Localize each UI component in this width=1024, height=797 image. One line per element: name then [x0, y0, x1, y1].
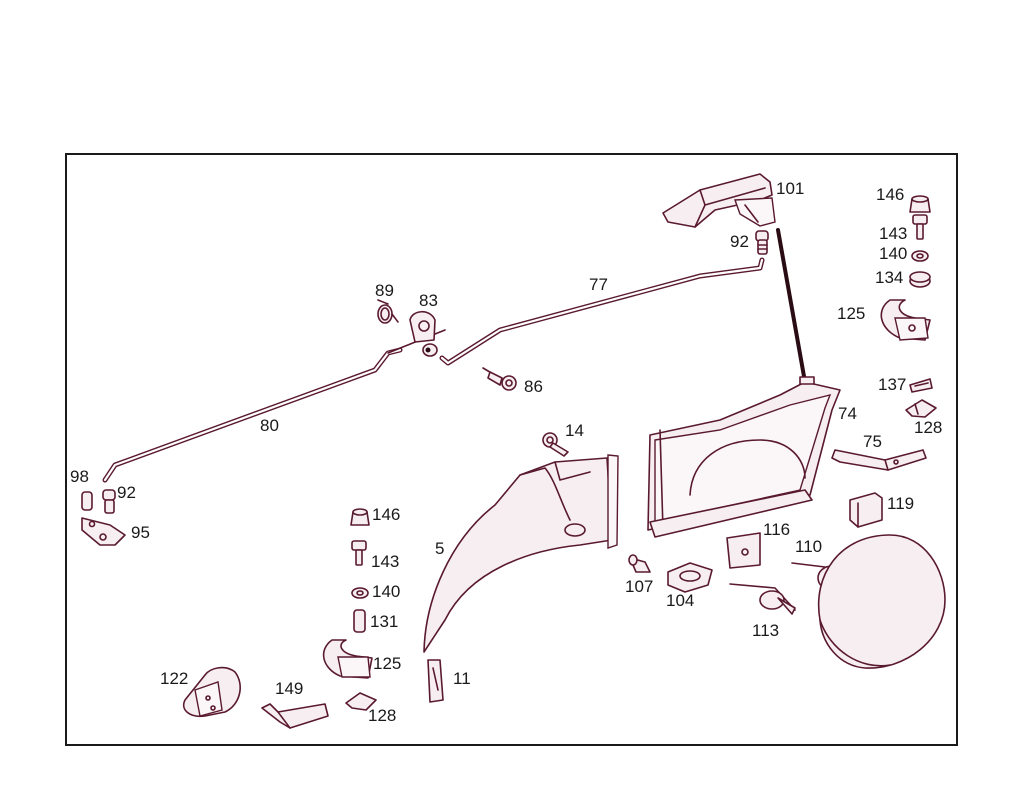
- part-122-ring: [183, 666, 241, 718]
- label-131: 131: [370, 612, 398, 631]
- label-137: 137: [878, 375, 906, 394]
- part-128-clip-left: [345, 692, 377, 711]
- label-86: 86: [524, 377, 543, 396]
- label-134: 134: [875, 268, 903, 287]
- label-119: 119: [887, 494, 914, 513]
- label-143-left: 143: [371, 552, 399, 571]
- label-116: 116: [763, 520, 790, 539]
- label-77: 77: [589, 275, 608, 294]
- label-125-top: 125: [837, 304, 865, 323]
- label-5: 5: [435, 539, 444, 558]
- label-74: 74: [838, 404, 857, 423]
- part-140-washer-left: [351, 587, 369, 599]
- part-98-sleeve: [81, 491, 93, 511]
- label-95: 95: [131, 523, 150, 542]
- label-128-left: 128: [368, 706, 396, 725]
- label-80: 80: [260, 416, 279, 435]
- label-149: 149: [275, 679, 303, 698]
- part-104-mount: [667, 562, 713, 593]
- label-122: 122: [160, 669, 188, 688]
- part-134-bushing: [909, 271, 931, 288]
- label-75: 75: [863, 432, 882, 451]
- part-74-panel: [647, 376, 841, 538]
- part-137-pad: [909, 378, 933, 393]
- part-101-cover: [662, 173, 776, 228]
- part-131-spacer: [353, 609, 366, 633]
- part-95-plate: [81, 517, 126, 546]
- diagram-frame: [65, 153, 958, 746]
- label-146-top: 146: [876, 185, 904, 204]
- label-128-top: 128: [914, 418, 942, 437]
- part-11-bracket: [427, 659, 444, 703]
- label-89: 89: [375, 281, 394, 300]
- part-86-screw: [482, 367, 517, 391]
- part-143-bolt-top: [912, 214, 928, 240]
- label-14: 14: [565, 421, 584, 440]
- part-77-rod: [439, 257, 765, 366]
- label-98: 98: [70, 467, 89, 486]
- label-143-top: 143: [879, 224, 907, 243]
- label-92-left: 92: [117, 483, 136, 502]
- spare-wheel: [817, 534, 946, 669]
- label-146-left: 146: [372, 505, 400, 524]
- part-14-bolt: [542, 432, 569, 457]
- part-125-ring-left: [322, 639, 373, 679]
- part-89-spring: [377, 299, 399, 324]
- part-119-clip: [849, 492, 883, 528]
- part-143-bolt-left: [351, 540, 367, 566]
- part-92-bolt-top: [755, 230, 769, 255]
- label-110: 110: [795, 537, 822, 556]
- label-104: 104: [666, 591, 694, 610]
- part-146-cap-top: [909, 195, 931, 213]
- part-149-bracket: [261, 703, 329, 729]
- part-146-cap-left: [350, 508, 370, 526]
- label-125-left: 125: [373, 654, 401, 673]
- label-140-left: 140: [372, 582, 400, 601]
- part-107-bolt: [628, 554, 651, 573]
- label-107: 107: [625, 577, 653, 596]
- label-92-top: 92: [730, 232, 749, 251]
- label-83: 83: [419, 291, 438, 310]
- part-80-rod: [102, 329, 446, 483]
- part-140-washer-top: [911, 250, 929, 262]
- label-140-top: 140: [879, 244, 907, 263]
- label-11: 11: [453, 669, 471, 688]
- part-5-wheel-housing: [423, 454, 619, 653]
- label-113: 113: [752, 621, 779, 640]
- part-113-pin: [729, 583, 796, 615]
- part-128-clip-top: [905, 399, 937, 418]
- part-75-bracket: [831, 449, 927, 471]
- part-116-plate: [726, 532, 761, 569]
- label-101: 101: [776, 179, 804, 198]
- part-83-lever: [409, 310, 438, 357]
- part-125-ring-top: [880, 299, 931, 341]
- part-92-bolt-left: [102, 489, 116, 514]
